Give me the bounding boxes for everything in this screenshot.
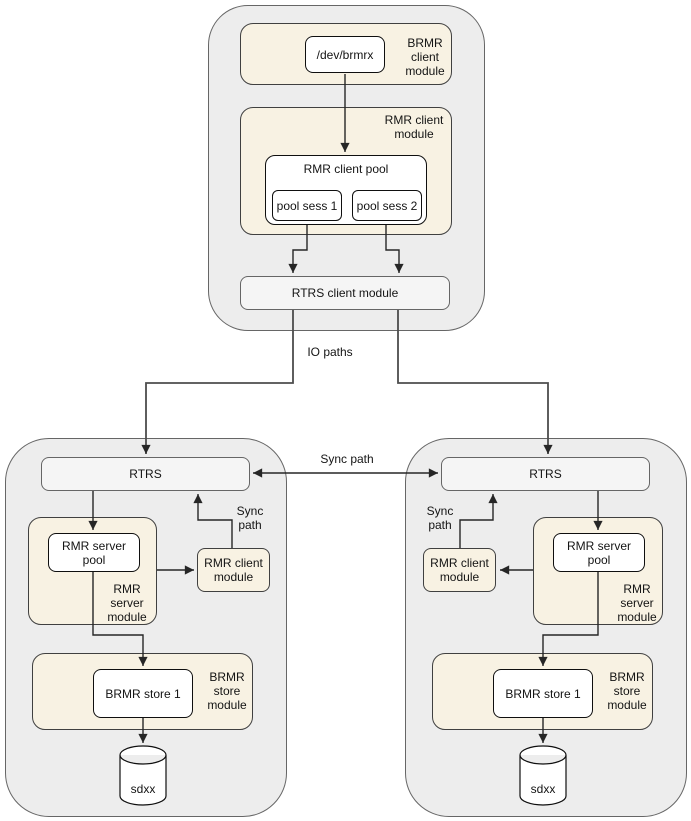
- left-brmr-store-module-label: BRMR store module: [207, 670, 247, 712]
- right-disk-label: sdxx: [530, 782, 556, 796]
- right-brmr-store-node: BRMR store 1: [493, 669, 593, 718]
- rtrs-client-module-node: RTRS client module: [240, 276, 450, 310]
- pool-sess-2-node: pool sess 2: [352, 190, 422, 221]
- edge-right-pool-to-store: [538, 572, 599, 666]
- right-sync-path-label: Sync path: [426, 504, 454, 532]
- right-host-cluster: [405, 438, 687, 817]
- right-rmr-server-module-label: RMR server module: [617, 582, 657, 624]
- right-brmr-store-module-label: BRMR store module: [607, 670, 647, 712]
- left-brmr-store-node: BRMR store 1: [93, 669, 193, 718]
- edge-sess1-to-rtrs-client: [288, 221, 308, 273]
- right-rtrs-node: RTRS: [441, 457, 650, 491]
- edge-right-sync-client-to-rtrs: [459, 494, 498, 548]
- io-paths-label: IO paths: [307, 345, 353, 359]
- dev-brmrx-node: /dev/brmrx: [305, 36, 385, 73]
- left-disk-label: sdxx: [130, 782, 156, 796]
- brmr-client-module-label: BRMR client module: [405, 36, 445, 78]
- right-rmr-server-pool-node: RMR server pool: [553, 533, 645, 572]
- edge-sess2-to-rtrs-client: [385, 221, 404, 273]
- left-sync-path-label: Sync path: [236, 504, 264, 532]
- left-disk-cylinder: [119, 745, 167, 806]
- rmr-client-module-label: RMR client module: [384, 113, 444, 141]
- right-disk-cylinder: [519, 745, 567, 806]
- right-rmr-client-module-node: RMR client module: [423, 548, 496, 592]
- left-rmr-server-module-label: RMR server module: [107, 582, 147, 624]
- edge-io-path-right: [397, 310, 553, 454]
- edge-left-sync-client-to-rtrs: [193, 494, 233, 548]
- left-rmr-server-pool-node: RMR server pool: [48, 533, 140, 572]
- left-rmr-client-module-node: RMR client module: [197, 548, 270, 592]
- edge-io-path-left: [141, 310, 294, 454]
- pool-sess-1-node: pool sess 1: [272, 190, 342, 221]
- left-rtrs-node: RTRS: [41, 457, 250, 491]
- edge-left-pool-to-store: [92, 572, 148, 666]
- sync-path-mid-label: Sync path: [320, 452, 374, 466]
